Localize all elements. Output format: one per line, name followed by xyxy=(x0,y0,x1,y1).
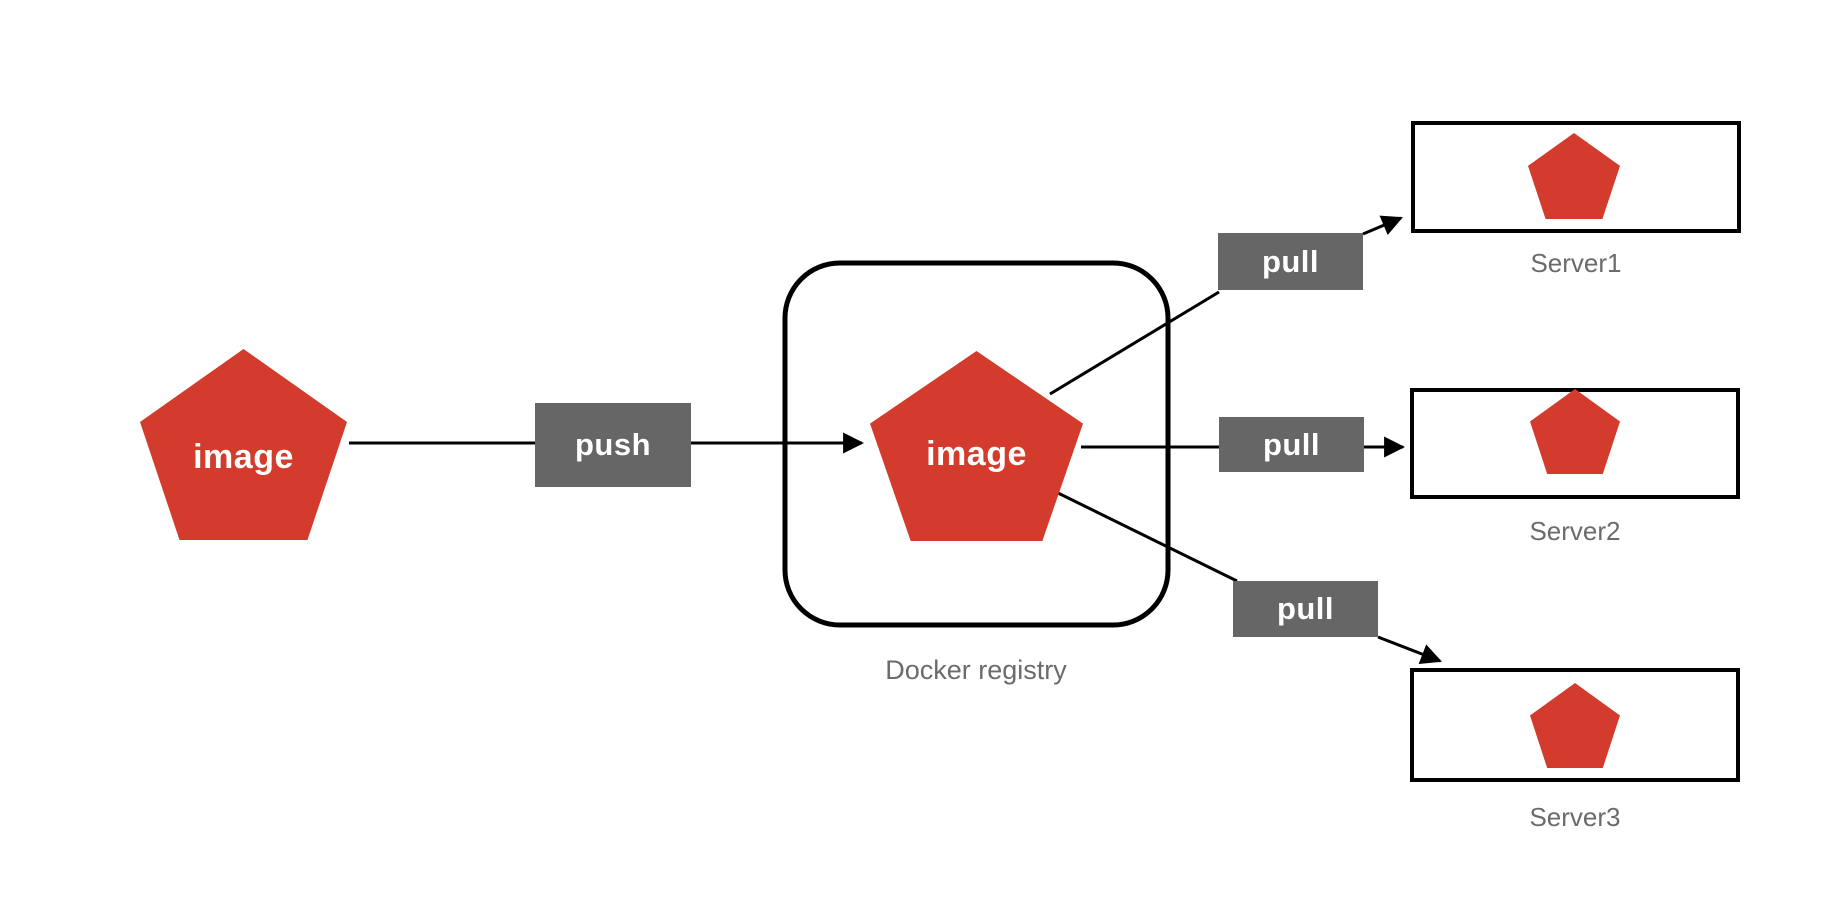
pull-action-box-middle: pull xyxy=(1219,417,1364,472)
server3-caption: Server3 xyxy=(1529,802,1621,832)
pull-action-box-top: pull xyxy=(1218,233,1363,290)
registry-to-pull-bottom-line xyxy=(1057,491,1238,583)
server3-box xyxy=(1410,668,1740,782)
push-label: push xyxy=(574,427,652,462)
pull-bottom-to-server3-arrow xyxy=(1377,635,1442,664)
registry-image-label: image xyxy=(926,434,1027,473)
docker-registry-caption: Docker registry xyxy=(885,655,1067,685)
registry-to-pull-top-line xyxy=(1049,290,1220,396)
server1-caption: Server1 xyxy=(1530,248,1622,278)
pull-top-to-server1-arrow xyxy=(1362,215,1403,236)
pull-action-box-bottom: pull xyxy=(1233,581,1378,637)
pull-middle-label: pull xyxy=(1262,426,1321,462)
push-action-box: push xyxy=(535,403,691,487)
pull-top-label: pull xyxy=(1261,243,1320,279)
server1-box xyxy=(1411,121,1741,233)
source-image-label: image xyxy=(193,438,294,476)
pull-bottom-label: pull xyxy=(1276,591,1335,626)
server2-caption: Server2 xyxy=(1529,516,1621,546)
